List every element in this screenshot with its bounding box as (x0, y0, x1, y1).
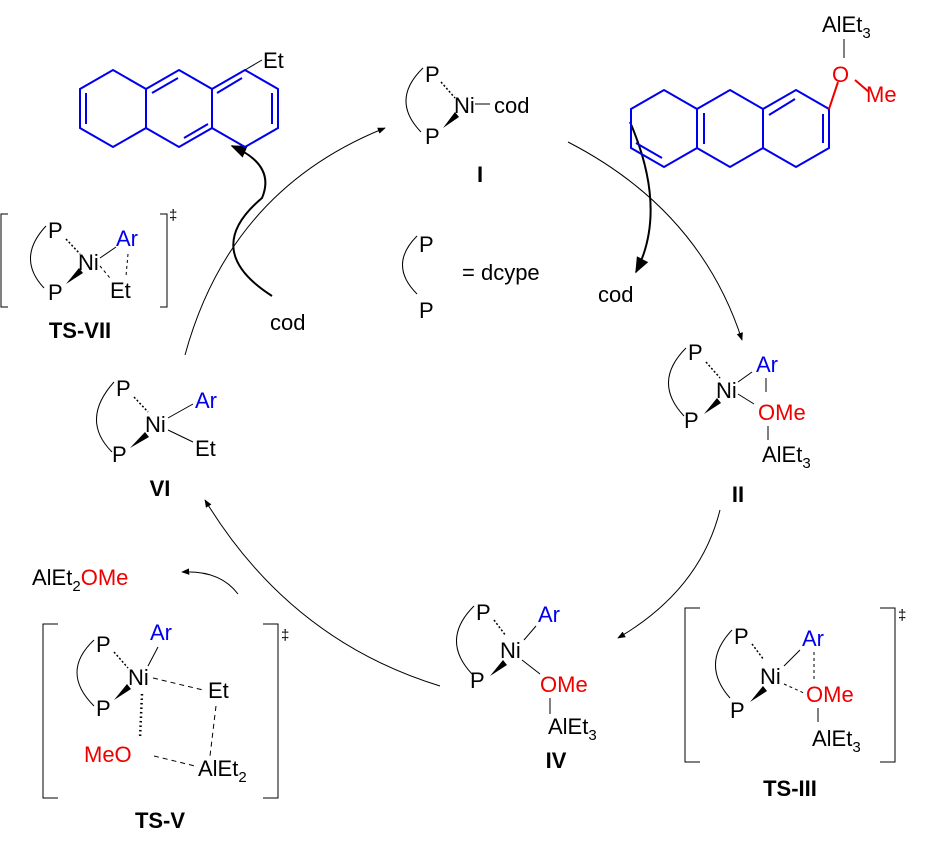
phosphorus-atom: P (116, 376, 131, 401)
reagent-methoxynaphthalene: O Me AlEt3 (630, 12, 897, 169)
ethyl-group: Et (263, 48, 284, 73)
arrow-VI-to-I (184, 127, 386, 356)
legend-p-top: P (419, 232, 434, 257)
methoxy-group: MeO (84, 742, 132, 767)
methoxy-group: OMe (540, 672, 588, 697)
methoxy-group: OMe (806, 682, 854, 707)
nickel-atom: Ni (145, 412, 166, 437)
side-arrows (230, 121, 652, 297)
aryl-group: Ar (195, 388, 217, 413)
naphthalene-ring-reagent (630, 88, 830, 169)
complex-VI: P P Ni Ar Et VI (96, 376, 217, 501)
cod-ligand: cod (494, 93, 529, 118)
phosphorus-atom: P (688, 340, 703, 365)
label-TS-VII: TS-VII (49, 318, 111, 343)
cod-released: cod (598, 282, 633, 307)
aryl-group: Ar (802, 626, 824, 651)
phosphorus-atom: P (96, 696, 111, 721)
legend-equals-dcype: = dcype (462, 260, 540, 285)
label-TS-V: TS-V (135, 808, 185, 833)
phosphorus-atom: P (48, 280, 63, 305)
phosphorus-atom: P (470, 668, 485, 693)
ethyl-group: Et (195, 436, 216, 461)
arrow-cod-out (629, 121, 652, 274)
byproduct-formula: AlEt2OMe (32, 565, 128, 595)
phosphorus-atom: P (476, 600, 491, 625)
arrow-II-to-IV (617, 509, 721, 639)
arrow-I-to-II (567, 141, 743, 341)
dagger-symbol: ‡ (281, 627, 289, 644)
dagger-symbol: ‡ (169, 207, 177, 224)
aluminum-triethyl: AlEt3 (762, 442, 811, 472)
dcype-legend: P P = dcype (402, 232, 540, 323)
complex-II: P P Ni Ar OMe AlEt3 II (668, 340, 811, 507)
transition-state-III: ‡ P P Ni Ar OMe AlEt3 TS-III (684, 607, 906, 801)
diethylaluminum: AlEt2 (198, 756, 247, 786)
label-VI: VI (150, 476, 171, 501)
label-II: II (732, 482, 744, 507)
aryl-group: Ar (116, 226, 138, 251)
nickel-atom: Ni (500, 638, 521, 663)
label-TS-III: TS-III (763, 776, 817, 801)
arrow-product-out (230, 145, 273, 297)
arrow-IV-to-VI (204, 499, 441, 687)
nickel-atom: Ni (78, 250, 99, 275)
legend-p-bottom: P (419, 298, 434, 323)
phosphorus-atom: P (734, 624, 749, 649)
nickel-atom: Ni (760, 664, 781, 689)
naphthalene-ring-product (79, 68, 279, 149)
phosphorus-atom: P (96, 632, 111, 657)
ethyl-group: Et (208, 678, 229, 703)
arrow-release-byproduct (181, 568, 239, 595)
reagent-alet3: AlEt3 (822, 12, 871, 42)
cod-bound: cod (270, 310, 305, 335)
phosphorus-atom: P (684, 408, 699, 433)
product-ethylnaphthalene: Et (79, 48, 284, 149)
phosphorus-atom: P (425, 62, 440, 87)
methoxy-group: OMe (758, 400, 806, 425)
phosphorus-atom: P (730, 698, 745, 723)
label-I: I (477, 162, 483, 187)
transition-state-V: ‡ P P Ni Ar Et MeO AlEt2 TS-V (42, 620, 289, 833)
aluminum-triethyl: AlEt3 (812, 726, 861, 756)
phosphorus-atom: P (425, 124, 440, 149)
complex-IV: P P Ni Ar OMe AlEt3 IV (456, 600, 597, 773)
phosphorus-atom: P (112, 442, 127, 467)
cycle-arrows (181, 127, 743, 687)
byproduct-alet2ome: AlEt2OMe (32, 565, 128, 595)
aryl-group: Ar (150, 620, 172, 645)
ethyl-group: Et (110, 278, 131, 303)
oxygen-atom: O (832, 62, 849, 87)
complex-I: P P Ni cod I (405, 62, 529, 187)
nickel-atom: Ni (716, 378, 737, 403)
transition-state-VII: ‡ P P Ni Ar Et TS-VII (0, 207, 177, 343)
methyl-group: Me (866, 82, 897, 107)
nickel-atom: Ni (454, 93, 475, 118)
dagger-symbol: ‡ (898, 607, 906, 624)
aluminum-triethyl: AlEt3 (548, 714, 597, 744)
aryl-group: Ar (756, 352, 778, 377)
aryl-group: Ar (538, 602, 560, 627)
nickel-atom: Ni (128, 665, 149, 690)
phosphorus-atom: P (48, 218, 63, 243)
label-IV: IV (546, 748, 567, 773)
